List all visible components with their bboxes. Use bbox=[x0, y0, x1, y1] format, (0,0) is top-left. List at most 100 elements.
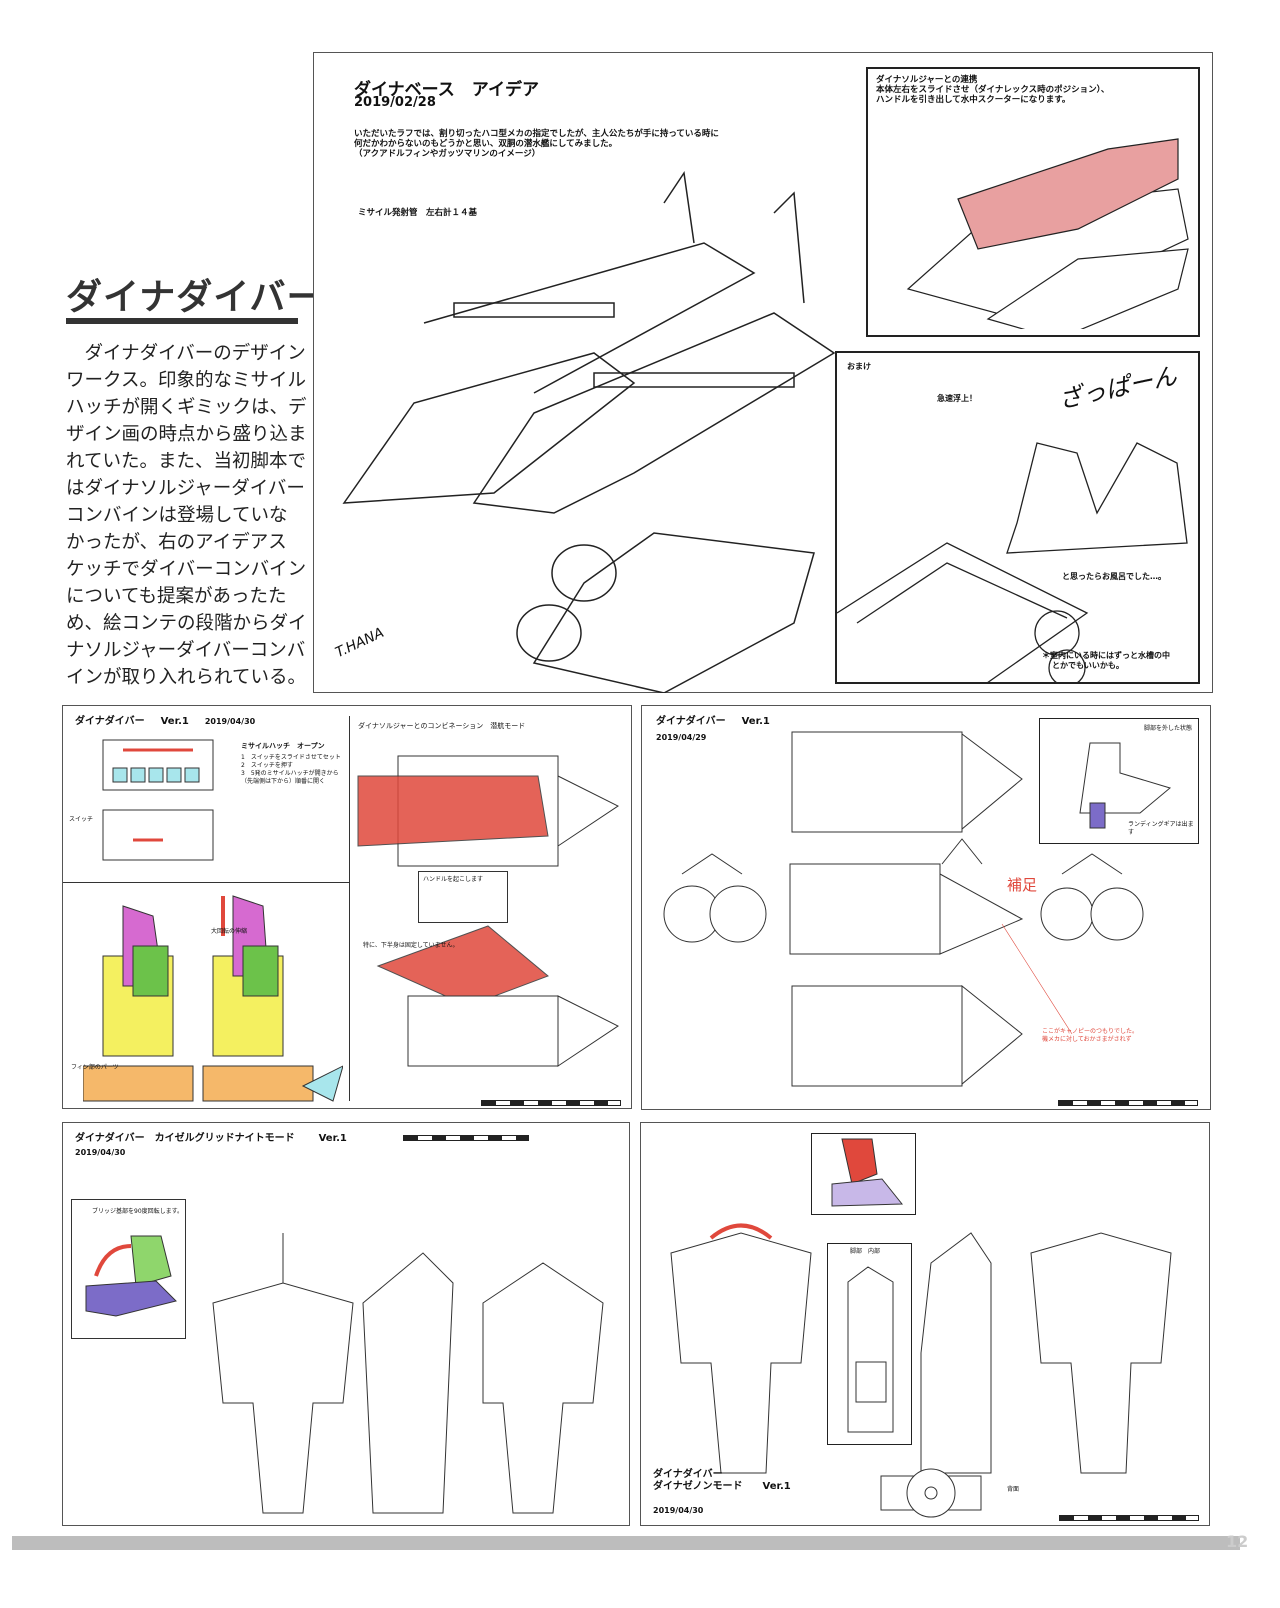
sheet-header: ダイナダイバー ダイナゼノンモード Ver.1 bbox=[653, 1469, 791, 1493]
idea-sheet: ダイナベース アイデア 2019/02/28 いただいたラフでは、割り切ったハコ… bbox=[313, 52, 1213, 693]
switch-label: スイッチ bbox=[69, 816, 94, 823]
surface-caption: 急速浮上！ bbox=[937, 394, 977, 403]
bath-caption: と思ったらお風呂でした…。 bbox=[1062, 572, 1166, 581]
scale-bar bbox=[481, 1100, 621, 1106]
note-line: 本体左右をスライドさせ（ダイナレックス時のポジション）、 bbox=[876, 85, 1110, 95]
note-line: ここがキャノピーのつもりでした。 bbox=[1042, 1028, 1139, 1035]
combo-note: 特に、下半身は固定していません。 bbox=[363, 942, 459, 949]
bonus-inset: おまけ 急速浮上！ ざっぱーん と思ったらお風呂でした…。 ＊室内にいる時にはず… bbox=[835, 351, 1200, 684]
title-rule bbox=[66, 318, 298, 324]
scale-bar bbox=[403, 1135, 529, 1141]
sheet-title: ダイナダイバー ダイナゼノンモード bbox=[653, 1469, 743, 1493]
article-body: ダイナダイバーのデザイン ワークス。印象的なミサイル ハッチが開くギミックは、デ… bbox=[66, 340, 307, 691]
sheet-version: Ver.1 bbox=[160, 716, 189, 727]
body-line: コンバインは登場していな bbox=[66, 505, 288, 526]
divider bbox=[349, 716, 350, 1101]
page-number: 12 bbox=[1226, 1532, 1249, 1551]
step: 3 5発のミサイルハッチが開きから（先端側は下から）順番に開く bbox=[241, 770, 339, 785]
bath-sketch bbox=[837, 442, 1188, 683]
hatch-steps: 1 スイッチをスライドさせてセット 2 スイッチを押す 3 5発のミサイルハッチ… bbox=[241, 754, 341, 786]
fin-label: フィン部のパーツ bbox=[71, 1064, 119, 1071]
handle-inset: ハンドルを起こします bbox=[418, 871, 508, 923]
scale-bar bbox=[1058, 1100, 1198, 1106]
sheet-diver-gimmick: ダイナダイバー Ver.1 2019/04/30 ミサイルハッチ オープン 1 … bbox=[62, 705, 632, 1109]
sheet-date: 2019/04/29 bbox=[656, 733, 707, 742]
inset-label: 脚部 内部 bbox=[850, 1248, 881, 1255]
sheet-header: ダイナダイバー カイゼルグリッドナイトモード Ver.1 bbox=[75, 1129, 347, 1144]
back-view bbox=[880, 1468, 982, 1518]
sheet-zenon-mode: 脚部 内部 ダイナダイバー ダイナゼノンモード Ver.1 2019/04/30… bbox=[640, 1122, 1210, 1526]
page-footer-bar bbox=[12, 1536, 1240, 1550]
back-label: 背面 bbox=[1007, 1486, 1020, 1493]
inset-label: 脚部を外した状態 bbox=[1143, 725, 1192, 732]
crest-inset bbox=[811, 1133, 916, 1215]
zenon-orthographic bbox=[670, 1223, 1172, 1474]
gear-inset: 脚部を外した状態 ランディングギアは出ます bbox=[1039, 718, 1199, 844]
scooter-sketch bbox=[906, 138, 1189, 329]
leg-inset: 脚部 内部 bbox=[827, 1243, 912, 1445]
kaiser-orthographic bbox=[212, 1233, 604, 1514]
note-line: ハンドルを引き出して水中スクーターになります。 bbox=[876, 95, 1071, 105]
idea-note: いただいたラフでは、割り切ったハコ型メカの指定でしたが、主人公たちが手に持ってい… bbox=[354, 129, 719, 159]
bridge-inset: ブリッジ基部を90度回転します。 bbox=[71, 1199, 186, 1339]
supplement-label: 補足 bbox=[1007, 876, 1038, 894]
diver-orthographic bbox=[663, 731, 1144, 1087]
sheet-title: ダイナダイバー カイゼルグリッドナイトモード bbox=[75, 1133, 295, 1144]
gear-diagram bbox=[1079, 742, 1172, 829]
sheet-date: 2019/04/30 bbox=[204, 717, 256, 726]
body-line: はダイナソルジャーダイバー bbox=[66, 478, 305, 499]
combo-note: ダイナソルジャーとの連携 本体左右をスライドさせ（ダイナレックス時のポジション）… bbox=[876, 75, 1109, 105]
leg-diagram bbox=[847, 1266, 894, 1433]
idea-title: ダイナベース アイデア bbox=[354, 80, 539, 100]
combo-title: ダイナソルジャーとのコンビネーション 潜航モード bbox=[358, 722, 526, 730]
sheet-version: Ver.1 bbox=[741, 716, 770, 727]
body-line: ザイン画の時点から盛り込ま bbox=[66, 424, 307, 445]
sheet-title: ダイナダイバー bbox=[656, 716, 726, 727]
sheet-version: Ver.1 bbox=[318, 1133, 347, 1144]
note-line: 機メカに対しておかさまがされず bbox=[1042, 1036, 1132, 1043]
bonus-label: おまけ bbox=[847, 362, 871, 371]
sheet-date: 2019/04/30 bbox=[653, 1506, 704, 1515]
sheet-header: ダイナダイバー Ver.1 bbox=[656, 712, 770, 727]
bridge-diagram bbox=[85, 1235, 177, 1317]
crest-diagram bbox=[831, 1138, 904, 1207]
body-line: ワークス。印象的なミサイル bbox=[66, 370, 306, 391]
combo-diagram bbox=[357, 755, 619, 1067]
body-line: ナソルジャーダイバーコンバ bbox=[66, 640, 306, 661]
body-line: れていた。また、当初脚本で bbox=[66, 451, 306, 472]
note-line: いただいたラフでは、割り切ったハコ型メカの指定でしたが、主人公たちが手に持ってい… bbox=[354, 129, 719, 139]
step: 2 スイッチを押す bbox=[241, 762, 293, 769]
sheet-header: ダイナダイバー Ver.1 2019/04/30 bbox=[75, 712, 255, 728]
handle-label: ハンドルを起こします bbox=[423, 876, 484, 883]
bonus-footnote: ＊室内にいる時にはずっと水槽の中 とかでもいいかも。 bbox=[1042, 651, 1170, 671]
sheet-date: 2019/04/30 bbox=[75, 1148, 126, 1157]
submarine-sketch bbox=[342, 170, 836, 693]
divider bbox=[63, 882, 349, 883]
supplement-note: ここがキャノピーのつもりでした。 機メカに対しておかさまがされず bbox=[1042, 1028, 1138, 1044]
body-line: ケッチでダイバーコンバイン bbox=[66, 559, 307, 580]
idea-date: 2019/02/28 bbox=[354, 95, 436, 110]
sheet-diver-views: ダイナダイバー Ver.1 2019/04/29 脚部を外した状態 ランディング… bbox=[641, 705, 1211, 1110]
title-line: ダイナゼノンモード bbox=[653, 1481, 743, 1492]
footnote-line: とかでもいいかも。 bbox=[1052, 661, 1124, 670]
note-line: 何だかわからないのもどうかと思い、双胴の潜水艦にしてみました。 bbox=[354, 139, 618, 149]
gear-label: ランディングギアは出ます bbox=[1128, 821, 1194, 836]
footnote-line: ＊室内にいる時にはずっと水槽の中 bbox=[1042, 651, 1170, 660]
step: 1 スイッチをスライドさせてセット bbox=[241, 754, 341, 761]
body-line: かったが、右のアイデアス bbox=[66, 532, 287, 553]
hatch-diagram bbox=[102, 739, 214, 861]
note-line: （アクアドルフィンやガッツマリンのイメージ） bbox=[354, 149, 541, 159]
scale-bar bbox=[1059, 1515, 1199, 1521]
transform-diagram bbox=[83, 895, 343, 1102]
article-title: ダイナダイバー bbox=[66, 277, 324, 318]
body-line: インが取り入れられている。 bbox=[66, 667, 306, 688]
inset-label: ブリッジ基部を90度回転します。 bbox=[92, 1208, 184, 1215]
body-line: ハッチが開くギミックは、デ bbox=[66, 397, 307, 418]
missile-label: ミサイル発射管 左右計１４基 bbox=[358, 208, 478, 218]
combo-inset: ダイナソルジャーとの連携 本体左右をスライドさせ（ダイナレックス時のポジション）… bbox=[866, 67, 1200, 337]
hatch-title: ミサイルハッチ オープン bbox=[241, 742, 325, 750]
body-line: についても提案があったた bbox=[66, 586, 287, 607]
sheet-version: Ver.1 bbox=[762, 1481, 791, 1492]
title-line: ダイナダイバー bbox=[653, 1469, 723, 1480]
arrow-label: 大回転の伸縮 bbox=[211, 928, 248, 935]
